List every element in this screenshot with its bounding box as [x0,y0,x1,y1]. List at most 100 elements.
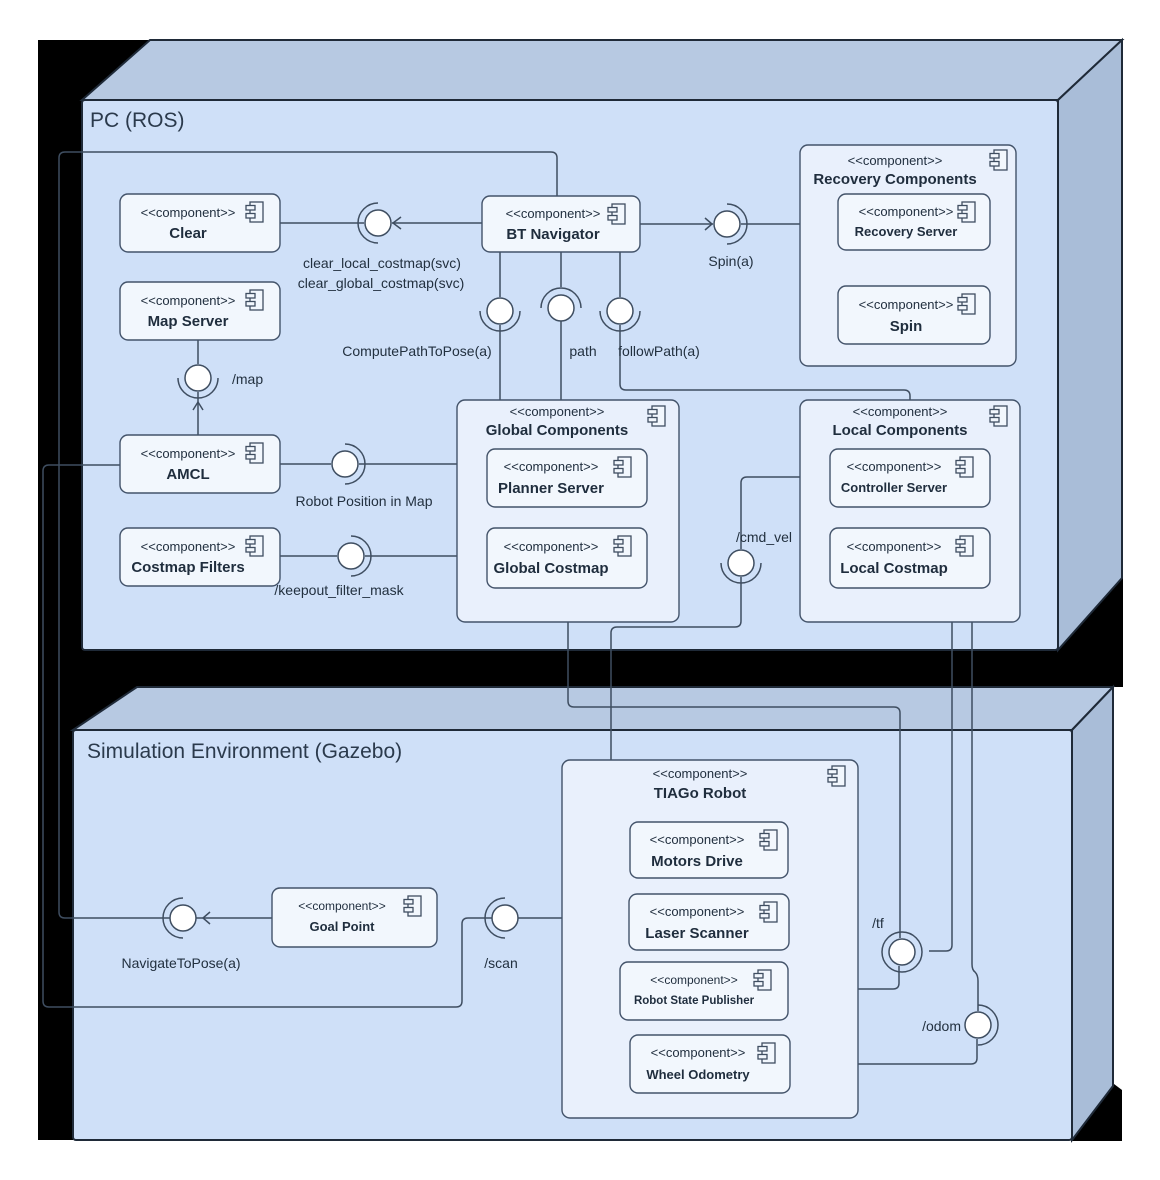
connector-localcostmap-odom [971,588,979,1011]
map-server-stereotype: <<component>> [141,293,236,308]
connector-robotstatepublisher-tf [788,966,900,990]
sim-node-side-face [1071,684,1114,1143]
component-bt-navigator [481,195,641,253]
component-controller-server [829,448,991,508]
cmdvel-topic-label: /cmd_vel [736,529,792,545]
component-amcl [119,434,281,494]
component-map-server [119,281,281,341]
arrowhead-into-navigatetopose-interface [201,911,211,925]
computepathtopose-label: ComputePathToPose(a) [342,343,491,359]
spin-interface-ball [713,210,741,238]
tf-interface-socket-left [881,931,903,973]
global-components-stereotype: <<component>> [510,404,605,419]
tiago-robot-stereotype: <<component>> [653,766,748,781]
laser-scanner-name: Laser Scanner [645,925,749,942]
controller-server-stereotype: <<component>> [847,459,942,474]
map-server-name: Map Server [148,313,229,330]
component-motors-drive [629,821,789,879]
robot-position-label: Robot Position in Map [296,493,433,509]
computepath-interface-ball [486,297,514,325]
goal-point-name: Goal Point [310,919,376,934]
tf-topic-label: /tf [872,915,884,931]
recovery-components-stereotype: <<component>> [848,153,943,168]
navigatetopose-interface-ball [169,904,197,932]
map-interface-socket [177,377,219,399]
local-components-name: Local Components [832,422,967,439]
component-costmap-filters [119,527,281,587]
sim-node-title: Simulation Environment (Gazebo) [87,740,402,763]
connector-scan-amcl [42,464,492,1008]
planner-server-name: Planner Server [498,480,604,497]
tf-interface-ball [888,938,916,966]
local-costmap-stereotype: <<component>> [847,539,942,554]
amcl-name: AMCL [166,466,209,483]
cmdvel-interface-socket [720,562,762,584]
wheel-odometry-name: Wheel Odometry [646,1067,750,1082]
arrowhead-into-spin-interface [704,217,714,231]
bt-navigator-name: BT Navigator [506,226,600,243]
pc-node-side-face [1057,37,1123,653]
component-laser-scanner [628,893,790,951]
keepout-interface-ball [337,542,365,570]
connector-localcostmap-tf [929,588,953,952]
robot-state-publisher-stereotype: <<component>> [650,973,737,987]
scan-topic-label: /scan [484,955,517,971]
robot-state-publisher-name: Robot State Publisher [634,995,755,1007]
clear-global-costmap-label: clear_global_costmap(svc) [298,275,465,291]
costmap-filters-stereotype: <<component>> [141,539,236,554]
recovery-server-stereotype: <<component>> [859,204,954,219]
local-components-stereotype: <<component>> [853,404,948,419]
spin-name: Spin [890,318,923,335]
component-spin [837,285,991,345]
navigatetopose-label: NavigateToPose(a) [121,955,240,971]
keepout-interface-socket [350,535,372,577]
component-recovery-server [837,193,991,251]
component-planner-server [486,448,648,508]
component-global-costmap [486,527,648,589]
arrowhead-into-clear-interface [391,216,402,230]
costmap-filters-name: Costmap Filters [131,559,244,576]
map-topic-label: /map [232,371,263,387]
path-label: path [569,343,596,359]
sim-node-top-face [69,686,1116,731]
motors-drive-stereotype: <<component>> [650,832,745,847]
pc-node-top-face [79,39,1125,101]
odom-interface-ball [964,1011,992,1039]
clear-interface-socket [357,202,379,244]
map-interface-ball [184,364,212,392]
cmdvel-interface-ball [727,549,755,577]
connector-globalcomponents-tf [567,622,901,938]
planner-server-stereotype: <<component>> [504,459,599,474]
clear-name: Clear [169,225,207,242]
odom-interface-socket [977,1004,999,1046]
amcl-stereotype: <<component>> [141,446,236,461]
path-interface-ball [547,294,575,322]
sim-node-shadow-corner [1072,1084,1122,1141]
computepath-interface-socket [479,310,521,332]
local-costmap-name: Local Costmap [840,560,948,577]
tf-interface-socket-right [901,931,923,973]
clear-local-costmap-label: clear_local_costmap(svc) [303,255,461,271]
wheel-odometry-stereotype: <<component>> [651,1045,746,1060]
connector-navigatetopose-btnavigator [58,151,558,919]
clear-stereotype: <<component>> [141,205,236,220]
global-costmap-stereotype: <<component>> [504,539,599,554]
scan-interface-socket [484,897,506,939]
spin-action-label: Spin(a) [708,253,753,269]
robot-position-interface-ball [331,450,359,478]
controller-server-name: Controller Server [841,480,947,495]
global-costmap-name: Global Costmap [493,560,608,577]
recovery-server-name: Recovery Server [855,224,958,239]
path-interface-socket [540,287,582,309]
goal-point-stereotype: <<component>> [298,899,385,913]
connector-controllerserver-cmdvel [740,476,830,549]
pc-node-shadow-left [38,40,150,650]
scan-interface-ball [491,904,519,932]
odom-topic-label: /odom [922,1018,961,1034]
arrowhead-into-map-interface [192,400,204,411]
spin-stereotype: <<component>> [859,297,954,312]
followpath-label: followPath(a) [618,343,700,359]
tiago-robot-name: TIAGo Robot [654,785,746,802]
motors-drive-name: Motors Drive [651,853,743,870]
